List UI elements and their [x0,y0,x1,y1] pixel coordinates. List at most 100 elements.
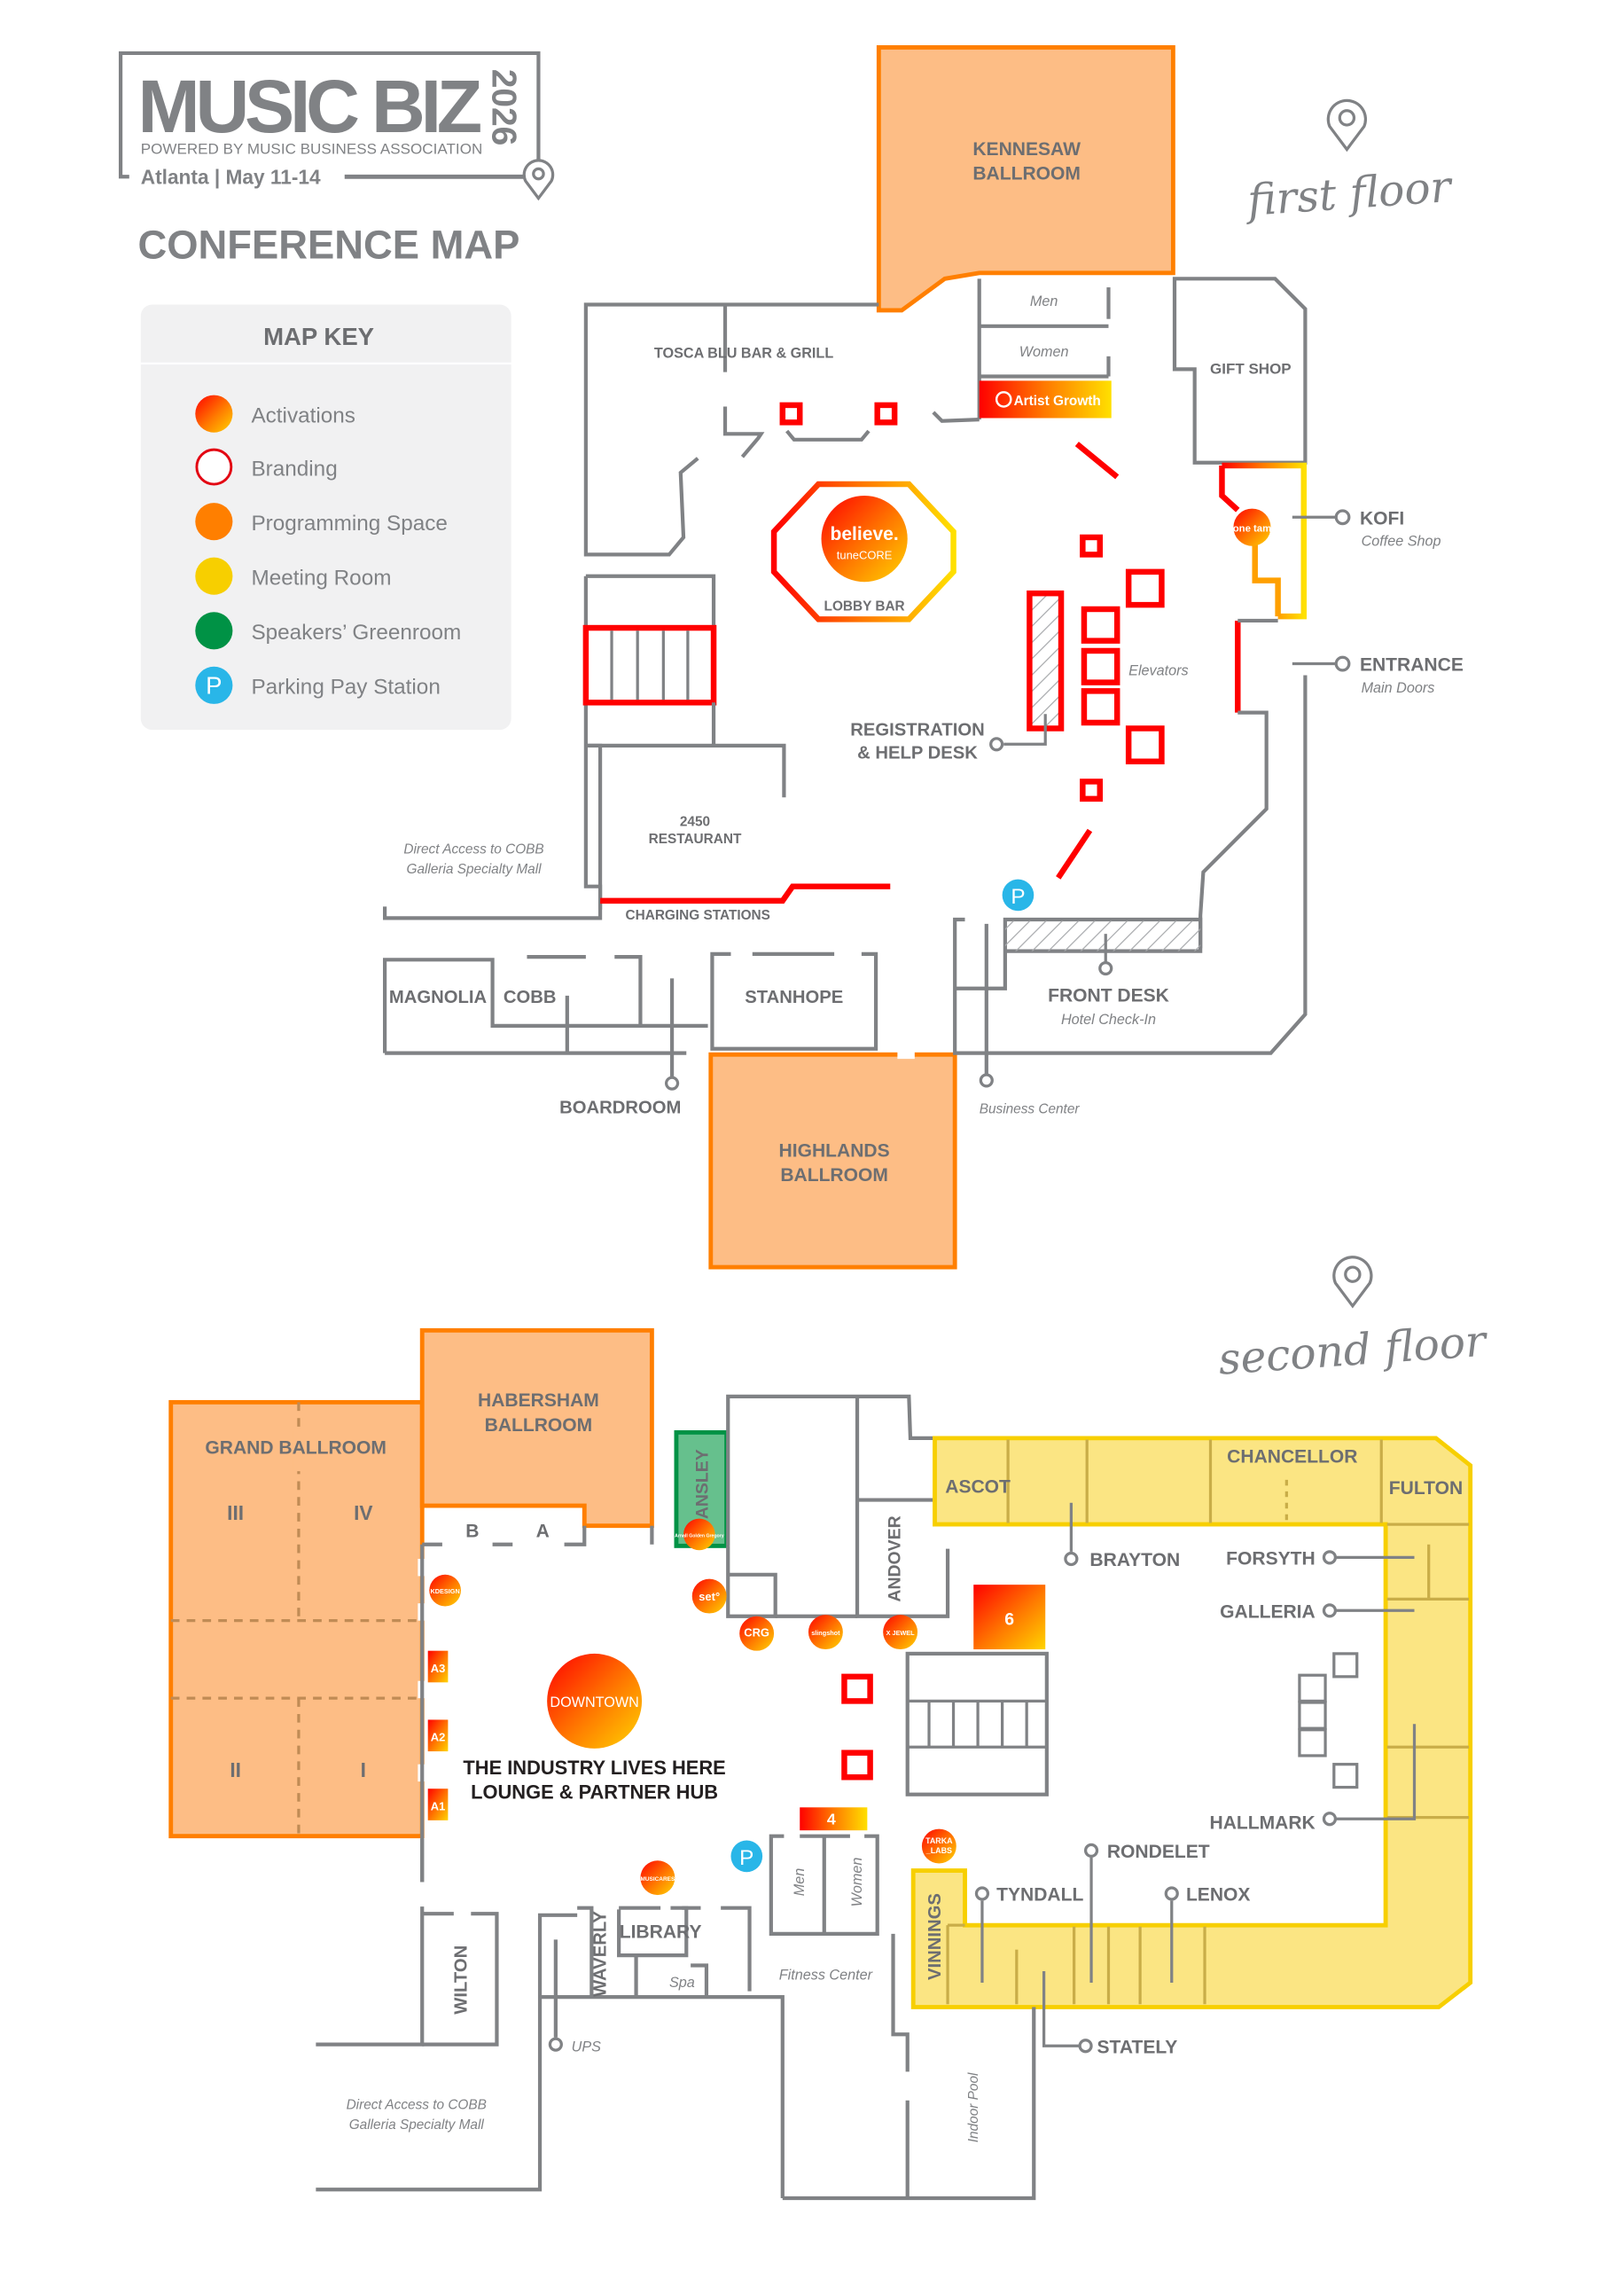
svg-text:P: P [1011,885,1025,909]
svg-text:WAVERLY: WAVERLY [591,1911,611,1997]
label-kofi[interactable]: KOFI Coffee Shop [1292,508,1441,550]
svg-text:A3: A3 [431,1662,446,1675]
key-item-meeting: Meeting Room [195,557,391,595]
room-fulton[interactable]: FULTON [1389,1478,1463,1499]
powered-by: POWERED BY MUSIC BUSINESS ASSOCIATION [141,140,483,157]
room-andover[interactable]: ANDOVER [886,1515,905,1601]
room-habersham-ballroom[interactable]: HABERSHAM BALLROOM [419,1327,654,1529]
room-grand-ballroom[interactable]: GRAND BALLROOM III IV II I [168,1399,425,1839]
registration-desk[interactable] [1027,590,1065,732]
svg-text:RESTAURANT: RESTAURANT [649,832,742,847]
room-indoor-pool[interactable]: Indoor Pool [966,2072,981,2142]
svg-text:Arnall Golden Gregory: Arnall Golden Gregory [675,1534,724,1539]
key-label: Meeting Room [251,566,391,590]
activation-artist-growth[interactable]: Artist Growth [979,380,1112,419]
charging-stations[interactable]: CHARGING STATIONS [600,883,891,923]
svg-text:_LABS: _LABS [925,1846,952,1855]
activation-booth-a1[interactable]: A1 [427,1789,449,1820]
svg-text:HABERSHAM: HABERSHAM [478,1390,599,1411]
restroom-men: Men [792,1868,808,1897]
activation-slingshot[interactable]: slingshot [808,1615,843,1650]
downtown-logo: DOWNTOWN [550,1695,638,1710]
room-stanhope[interactable]: STANHOPE [710,951,878,1051]
activation-arnall-golden-gregory[interactable]: Arnall Golden Gregory [675,1518,724,1551]
branding-spot [1080,779,1104,802]
room-fitness-center[interactable]: Fitness Center [779,1968,873,1984]
believe-logo: believe. [831,524,899,544]
room-tosca-blu: TOSCA BLU BAR & GRILL [654,345,833,361]
label-rondelet[interactable]: RONDELET [1083,1842,1210,1983]
room-vinnings[interactable]: VINNINGS [925,1893,945,1980]
room-a[interactable]: A [536,1522,550,1542]
label-tyndall[interactable]: TYNDALL [974,1885,1083,1983]
room-boardroom[interactable]: BOARDROOM [559,1099,681,1118]
svg-text:BALLROOM: BALLROOM [972,164,1081,184]
svg-text:set°: set° [699,1590,720,1603]
label-lenox[interactable]: LENOX [1164,1885,1250,1983]
activation-kdesign[interactable]: KDESIGN [429,1574,461,1607]
activation-crg[interactable]: CRG [739,1616,775,1651]
room-kennesaw-ballroom[interactable]: KENNESAW BALLROOM [876,45,1175,313]
room-ascot[interactable]: ASCOT [945,1476,1011,1497]
key-label: Programming Space [251,512,447,536]
activation-booth-6[interactable]: 6 [973,1585,1046,1650]
activation-lobby-bar[interactable]: believe. tuneCORE LOBBY BAR [770,481,956,622]
svg-text:Main Doors: Main Doors [1362,680,1435,696]
room-wilton[interactable]: WILTON [451,1945,471,2015]
label-ups[interactable]: UPS [572,2039,601,2055]
svg-text:TYNDALL: TYNDALL [996,1885,1083,1906]
room-spa[interactable]: Spa [669,1975,695,1991]
room-chancellor[interactable]: CHANCELLOR [1227,1446,1357,1467]
parking-pay-station[interactable]: P [730,1840,763,1873]
boardroom-pin [664,1076,680,1091]
room-business-center[interactable]: Business Center [980,1102,1081,1117]
room-waverly[interactable]: WAVERLY [591,1911,611,1997]
svg-text:ENTRANCE: ENTRANCE [1360,655,1464,676]
room-magnolia[interactable]: MAGNOLIA [383,958,567,1053]
parking-pay-station[interactable]: P [1002,879,1035,912]
activation-booth-a3[interactable]: A3 [427,1650,449,1683]
room-b[interactable]: B [465,1522,479,1542]
svg-text:STATELY: STATELY [1097,2037,1178,2057]
room-cobb[interactable]: COBB [504,954,643,1053]
room-gift-shop[interactable]: GIFT SHOP [1172,277,1308,465]
svg-text:Hotel Check-In: Hotel Check-In [1061,1012,1156,1028]
svg-text:LIBRARY: LIBRARY [620,1922,702,1943]
activation-tarka-labs[interactable]: TARKA _LABS [921,1828,956,1864]
label-forsyth[interactable]: FORSYTH [1226,1548,1415,1569]
svg-text:CHARGING STATIONS: CHARGING STATIONS [626,908,770,923]
room-highlands-ballroom[interactable]: HIGHLANDS BALLROOM [708,1050,957,1270]
svg-text:ANSLEY: ANSLEY [693,1449,713,1519]
svg-text:LOUNGE & PARTNER HUB: LOUNGE & PARTNER HUB [471,1781,718,1804]
key-label: Parking Pay Station [251,676,440,700]
activation-downtown-hub[interactable]: DOWNTOWN THE INDUSTRY LIVES HERE LOUNGE … [463,1653,726,1804]
svg-text:THE INDUSTRY LIVES HERE: THE INDUSTRY LIVES HERE [463,1757,725,1779]
activation-set[interactable]: set° [691,1578,727,1614]
label-brayton[interactable]: BRAYTON [1064,1502,1180,1570]
svg-text:Artist Growth: Artist Growth [1014,394,1101,409]
branding-spot [841,1673,873,1704]
direct-access-note: Direct Access to COBB [403,841,543,857]
svg-text:MAGNOLIA: MAGNOLIA [389,988,488,1007]
svg-text:& HELP DESK: & HELP DESK [857,743,978,763]
label-front-desk[interactable]: FRONT DESK Hotel Check-In [1048,985,1169,1028]
room-2450-restaurant[interactable]: 2450 RESTAURANT [649,815,742,847]
activation-musicares[interactable]: MUSICARES [640,1860,675,1896]
svg-text:WILTON: WILTON [451,1945,471,2015]
activation-booth-a2[interactable]: A2 [427,1719,449,1752]
branding-spot [779,402,803,426]
activation-gradient-dot-icon [195,395,233,433]
room-library[interactable]: LIBRARY [617,1906,702,1958]
svg-text:6: 6 [1004,1610,1014,1630]
label-entrance[interactable]: ENTRANCE Main Doors [1292,655,1464,696]
label-stately[interactable]: STATELY [1042,1970,1178,2057]
label-hallmark[interactable]: HALLMARK [1210,1724,1417,1834]
activation-onetam[interactable]: one tam [1233,508,1271,546]
label-registration[interactable]: REGISTRATION & HELP DESK [850,714,1047,763]
svg-text:Coffee Shop: Coffee Shop [1362,534,1441,550]
activation-booth-4[interactable]: 4 [800,1807,868,1831]
label-galleria[interactable]: GALLERIA [1220,1601,1415,1622]
svg-text:A2: A2 [431,1731,446,1744]
activation-jewel[interactable]: X JEWEL [883,1615,918,1650]
branding-spot [1081,688,1120,726]
